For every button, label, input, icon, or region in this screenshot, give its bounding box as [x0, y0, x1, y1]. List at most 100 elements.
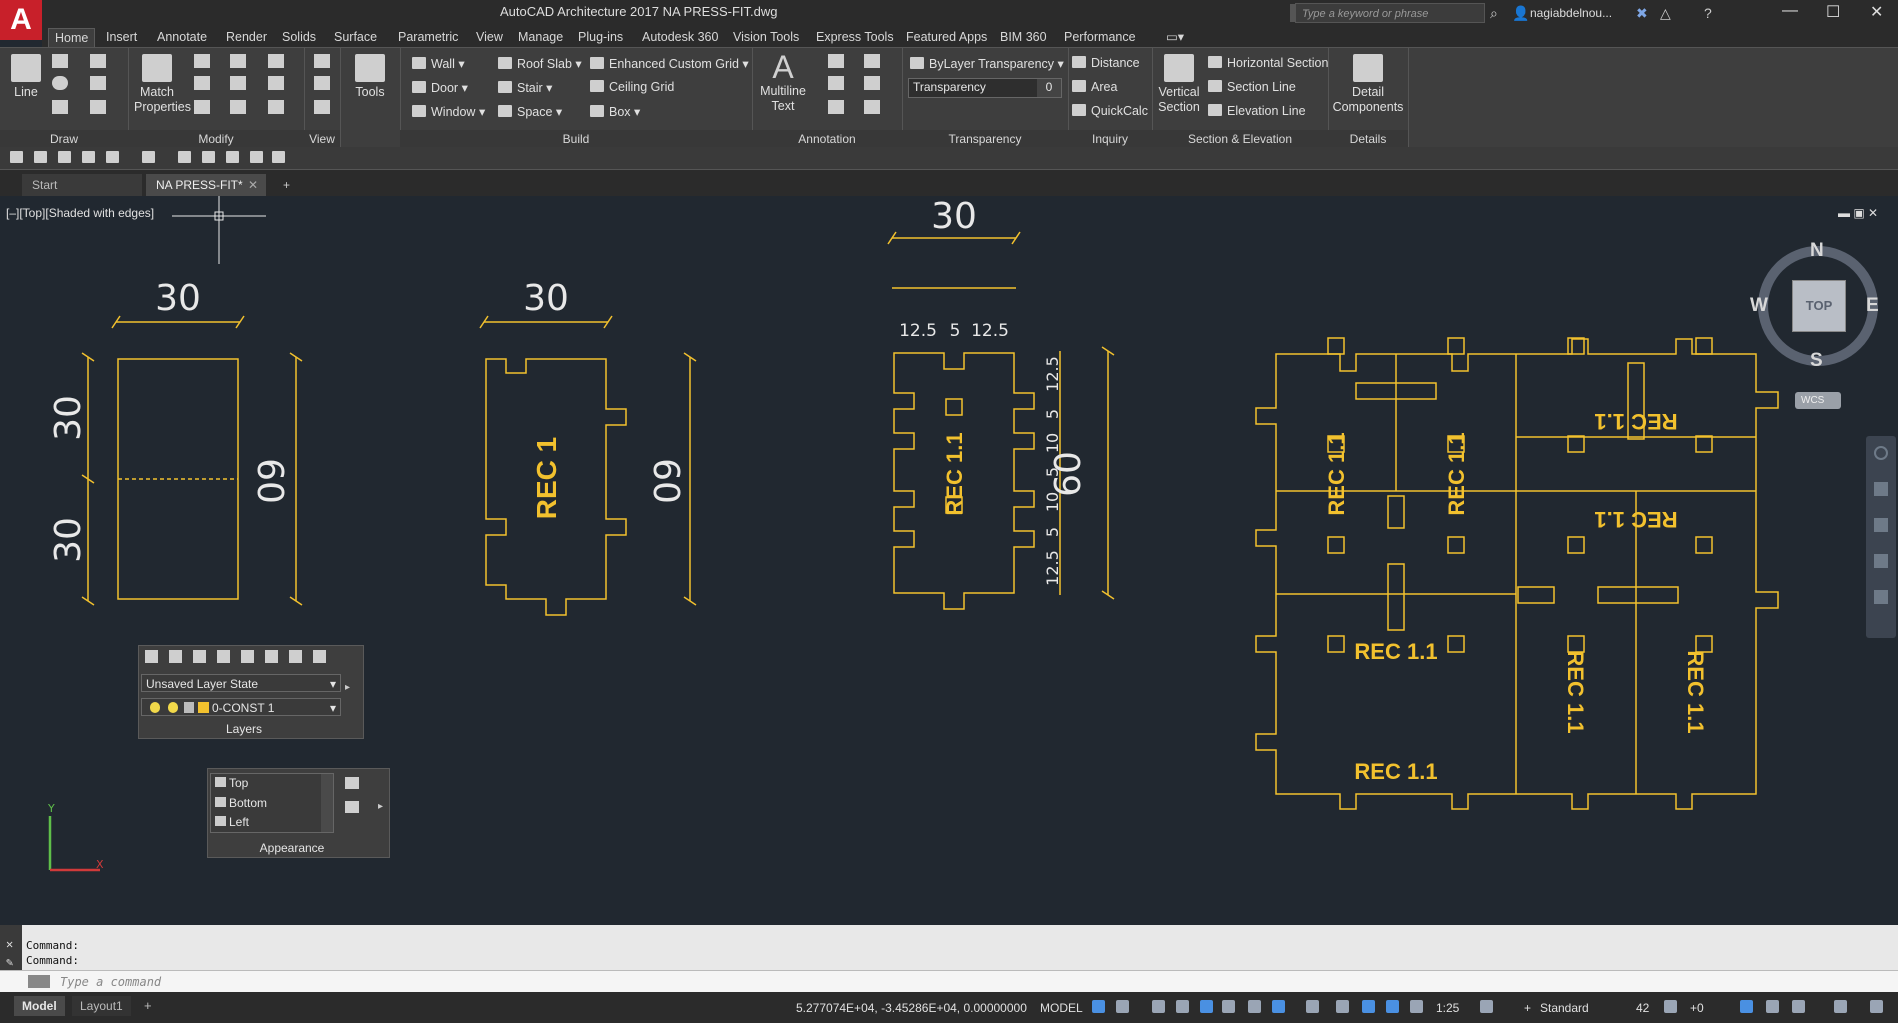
annotation-scale-icon[interactable]: [1410, 1000, 1423, 1013]
workspace-icon[interactable]: [178, 151, 191, 163]
close-command-icon[interactable]: ✕: [6, 937, 14, 951]
model-space-toggle[interactable]: MODEL: [1040, 1001, 1083, 1015]
layer-properties-icon[interactable]: [145, 650, 158, 663]
bylayer-transparency-dropdown[interactable]: ByLayer Transparency ▾: [910, 56, 1064, 71]
elevation-line-button[interactable]: Elevation Line: [1208, 104, 1306, 118]
search-input[interactable]: Type a keyword or phrase: [1295, 3, 1485, 23]
application-menu-button[interactable]: A: [0, 0, 42, 40]
box-button[interactable]: Box ▾: [590, 104, 640, 119]
open-icon[interactable]: [34, 151, 47, 163]
elevation-offset[interactable]: +0: [1690, 1001, 1704, 1015]
ribbon-options-icon[interactable]: ▭▾: [1166, 30, 1185, 44]
rectangle-icon[interactable]: [90, 100, 106, 114]
customization-menu-icon[interactable]: [1834, 1000, 1847, 1013]
view-item-bottom[interactable]: Bottom: [215, 796, 267, 810]
object-snap-icon[interactable]: [1272, 1000, 1285, 1013]
visual-style-icon[interactable]: [314, 76, 330, 90]
rec11-dimension-60[interactable]: [1059, 346, 1115, 600]
tab-drawing[interactable]: NA PRESS-FIT*✕: [146, 174, 266, 196]
tab-manage[interactable]: Manage: [518, 30, 564, 44]
dimension-left-stack[interactable]: [81, 352, 95, 606]
wcs-menu[interactable]: WCS: [1795, 392, 1841, 409]
mleader-icon[interactable]: [864, 76, 880, 90]
layer-dropdown[interactable]: 0-CONST 1▾: [141, 698, 341, 716]
quickcalc-button[interactable]: QuickCalc: [1072, 104, 1148, 118]
dynamic-input-icon[interactable]: [1176, 1000, 1189, 1013]
tab-parametric[interactable]: Parametric: [398, 30, 459, 44]
close-tab-icon[interactable]: ✕: [247, 178, 258, 192]
snap-mode-icon[interactable]: [1116, 1000, 1129, 1013]
fillet-icon[interactable]: [268, 76, 284, 90]
infer-constraints-icon[interactable]: [1152, 1000, 1165, 1013]
wall-button[interactable]: Wall ▾: [412, 56, 465, 71]
view-manager-icon[interactable]: [345, 777, 359, 789]
pan-icon[interactable]: [1874, 482, 1888, 496]
tab-start[interactable]: Start: [22, 174, 142, 196]
tab-featured-apps[interactable]: Featured Apps: [906, 30, 988, 44]
binoculars-icon[interactable]: ⌕: [1490, 5, 1498, 21]
modify-panel-title[interactable]: Modify: [128, 130, 304, 148]
match-properties-button[interactable]: Match Properties: [134, 54, 191, 115]
ortho-icon[interactable]: [1200, 1000, 1213, 1013]
command-input[interactable]: Type a command: [60, 975, 162, 989]
new-tab-button[interactable]: +: [283, 178, 291, 192]
distance-button[interactable]: Distance: [1072, 56, 1140, 70]
scale-icon[interactable]: [230, 100, 246, 114]
rotate-icon[interactable]: [230, 54, 246, 68]
exchange-icon[interactable]: ✖: [1636, 5, 1648, 21]
fullscreen-icon[interactable]: [1870, 1000, 1883, 1013]
lineweight-icon[interactable]: [1306, 1000, 1319, 1013]
tab-render[interactable]: Render: [226, 30, 267, 44]
view-panel-title[interactable]: View: [304, 130, 340, 148]
rec1-dimension-30[interactable]: [479, 315, 613, 329]
redo-icon[interactable]: [142, 151, 155, 163]
hatch-icon[interactable]: [52, 100, 68, 114]
palette-expand-icon[interactable]: ▸: [378, 801, 384, 812]
table-icon[interactable]: [864, 100, 880, 114]
customize-qat-icon[interactable]: [272, 151, 285, 163]
move-icon[interactable]: [194, 54, 210, 68]
auto-scale-icon[interactable]: [1386, 1000, 1399, 1013]
layer-state-dropdown[interactable]: Unsaved Layer State▾: [141, 674, 341, 692]
isometric-icon[interactable]: [1248, 1000, 1261, 1013]
dimension-icon[interactable]: [828, 54, 844, 68]
minimize-icon[interactable]: —: [1782, 2, 1798, 19]
drawing-canvas[interactable]: 30 30 30 30 30 60 60 60 12.5 5 12.5 12.5…: [0, 196, 1898, 924]
stretch-icon[interactable]: [194, 100, 210, 114]
display-config-dropdown[interactable]: Standard: [1540, 1001, 1589, 1015]
circle-icon[interactable]: [52, 76, 68, 90]
zoom-icon[interactable]: [1874, 518, 1888, 532]
section-line-button[interactable]: Section Line: [1208, 80, 1296, 94]
layer-match-icon[interactable]: [289, 650, 302, 663]
ellipse-icon[interactable]: [90, 76, 106, 90]
tab-insert[interactable]: Insert: [106, 30, 138, 44]
line-button[interactable]: Line: [6, 54, 46, 100]
tab-solids[interactable]: Solids: [282, 30, 317, 44]
orbit-icon[interactable]: [1874, 554, 1888, 568]
cut-plane-value[interactable]: 42: [1636, 1001, 1650, 1015]
viewcube-top-face[interactable]: TOP: [1792, 280, 1846, 332]
section-panel-title[interactable]: Section & Elevation: [1152, 130, 1328, 148]
transparency-value[interactable]: 0: [1037, 79, 1061, 97]
plus-icon[interactable]: +: [1524, 1001, 1532, 1015]
add-layout-button[interactable]: +: [144, 998, 152, 1013]
isolate-objects-icon[interactable]: [1740, 1000, 1753, 1013]
layer-previous-icon[interactable]: [313, 650, 326, 663]
rectangle-30x60[interactable]: [117, 358, 239, 600]
tab-bim-360[interactable]: BIM 360: [1000, 30, 1047, 44]
tab-annotate[interactable]: Annotate: [157, 30, 208, 44]
copy-icon[interactable]: [194, 76, 210, 90]
plot-icon[interactable]: [250, 151, 263, 163]
command-window-handle[interactable]: ✕ ✎: [0, 925, 22, 971]
tab-autodesk-360[interactable]: Autodesk 360: [642, 30, 719, 44]
user-name[interactable]: nagiabdelnou...: [1530, 6, 1613, 20]
build-panel-title[interactable]: Build: [400, 130, 752, 148]
viewcube-west[interactable]: W: [1750, 295, 1768, 316]
view-icon[interactable]: [314, 54, 330, 68]
tab-surface[interactable]: Surface: [334, 30, 378, 44]
lock-icon[interactable]: [184, 702, 194, 713]
area-button[interactable]: Area: [1072, 80, 1117, 94]
inquiry-panel-title[interactable]: Inquiry: [1068, 130, 1152, 148]
command-prompt-icon[interactable]: [28, 975, 50, 988]
dimension-60-right[interactable]: [289, 352, 303, 606]
